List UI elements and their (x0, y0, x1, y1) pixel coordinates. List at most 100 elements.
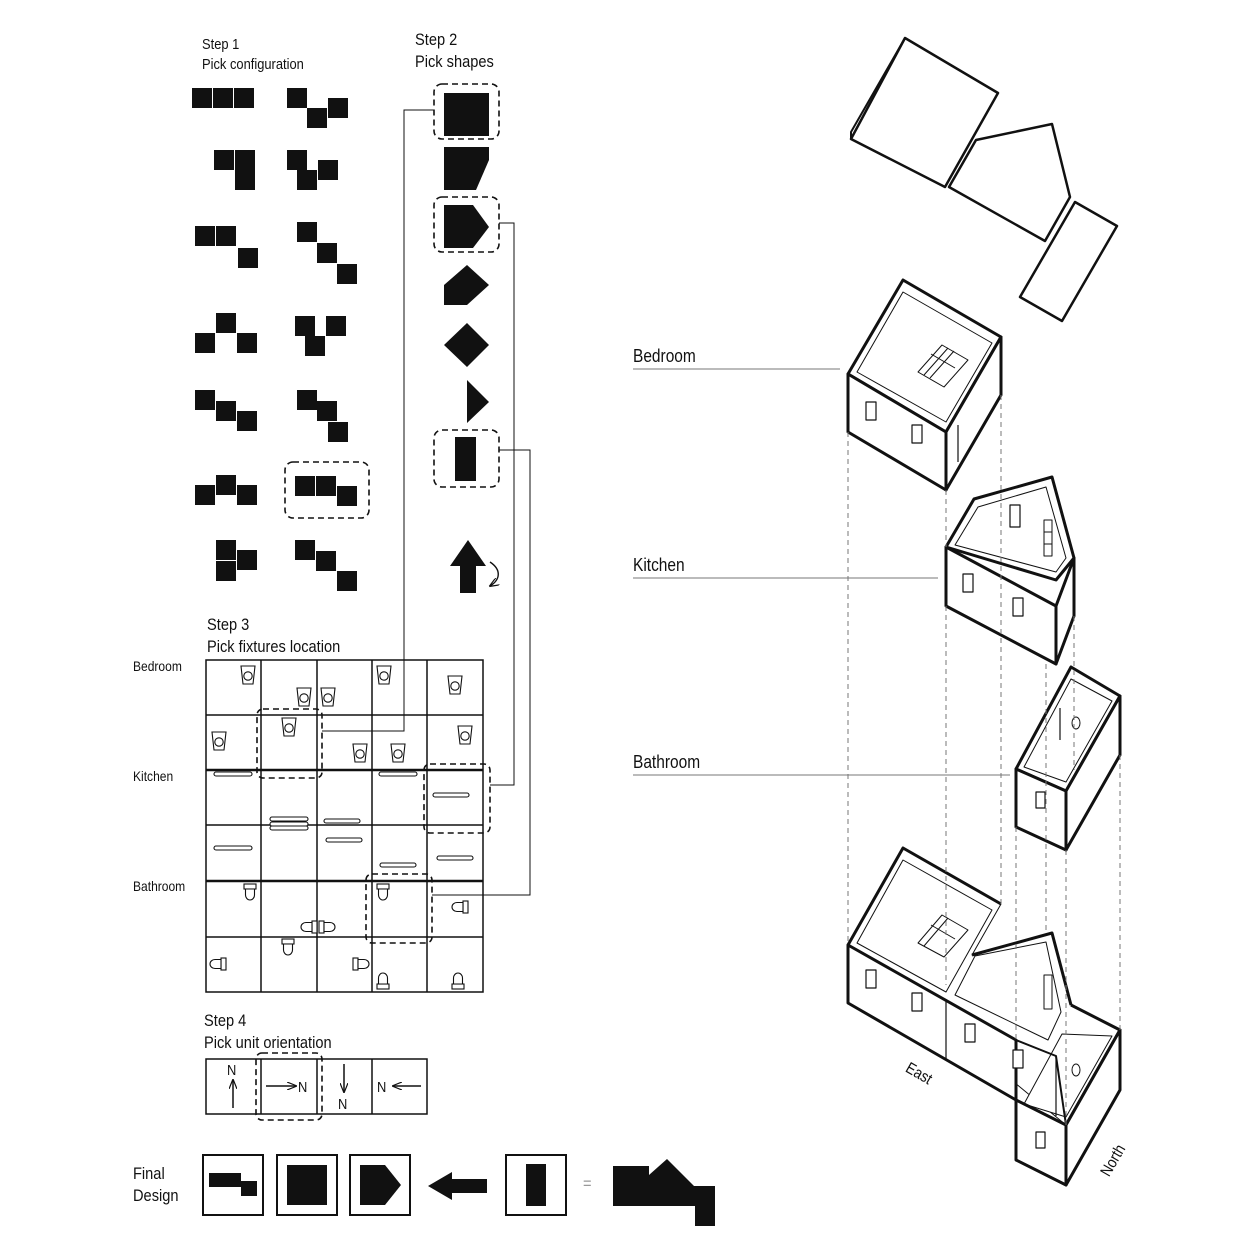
room-label-bathroom: Bathroom (633, 752, 701, 772)
config-option[interactable] (216, 540, 257, 581)
toilet-icon (300, 920, 318, 934)
step3-subtitle: Pick fixtures location (207, 637, 341, 656)
toilet-icon (451, 900, 469, 914)
square-shape-icon[interactable] (444, 93, 489, 136)
config-option[interactable] (195, 475, 257, 505)
room-label-bedroom: Bedroom (633, 346, 696, 366)
config-option[interactable] (192, 88, 254, 108)
step4-title: Step 4 (204, 1011, 247, 1030)
toilet-icon (281, 938, 295, 956)
step2-title: Step 2 (415, 30, 458, 49)
sink-icon (211, 731, 227, 751)
config-option[interactable] (297, 390, 348, 442)
shape-selection-box (433, 429, 500, 488)
orientation-options (205, 1052, 428, 1121)
sink-icon (296, 687, 312, 707)
fixture-icons (209, 665, 474, 990)
triangle-shape-icon[interactable] (467, 380, 489, 423)
config-option[interactable] (287, 88, 348, 128)
fixtures-grid (205, 659, 484, 993)
counter-icon (436, 855, 474, 861)
final-label-line2: Design (133, 1186, 179, 1205)
toilet-icon (243, 883, 257, 901)
selection-connectors (322, 109, 531, 896)
toilet-icon (376, 883, 390, 901)
config-option-selected[interactable] (284, 461, 370, 519)
rotate-arrow-icon[interactable] (490, 561, 498, 586)
config-option[interactable] (195, 313, 257, 353)
sink-icon (447, 675, 463, 695)
config-option[interactable] (297, 222, 357, 284)
counter-icon (379, 862, 417, 868)
shape-selection-box (433, 83, 500, 140)
counter-icon (1043, 519, 1053, 557)
rectangle-shape-icon[interactable] (455, 437, 476, 481)
north-label: N (298, 1079, 308, 1096)
config-option[interactable] (295, 540, 357, 591)
north-arrow-icon[interactable] (450, 540, 486, 593)
final-floorplan-shape (613, 1159, 715, 1226)
toilet-icon (209, 957, 227, 971)
kitchen-isometric (944, 475, 1076, 666)
row-label-kitchen: Kitchen (133, 768, 174, 784)
fixture-selection-boxes (256, 708, 491, 944)
toilet-icon (352, 957, 370, 971)
row-label-bedroom: Bedroom (133, 658, 182, 674)
counter-icon (269, 825, 309, 831)
counter-icon (323, 818, 361, 824)
sink-icon (457, 725, 473, 745)
equals-sign: = (583, 1174, 592, 1193)
counter-icon (213, 845, 253, 851)
bathroom-isometric (1014, 665, 1122, 852)
step1-subtitle: Pick configuration (202, 56, 304, 73)
north-label: N (338, 1096, 348, 1113)
sink-icon (320, 687, 336, 707)
bedroom-isometric (846, 278, 1003, 492)
pentagon-shape-icon[interactable] (444, 205, 489, 248)
config-option[interactable] (214, 150, 255, 190)
step1-configurations (192, 88, 370, 591)
assembled-isometric (846, 846, 1122, 1187)
final-label-line1: Final (133, 1164, 165, 1183)
step2-subtitle: Pick shapes (415, 52, 494, 71)
counter-icon (325, 837, 363, 843)
toilet-icon (376, 972, 390, 990)
toilet-icon (1071, 1063, 1081, 1077)
final-design-row (202, 1154, 715, 1226)
bed-icon (917, 344, 969, 388)
counter-icon (269, 816, 309, 827)
toilet-icon (451, 972, 465, 990)
toilet-icon (1071, 716, 1081, 730)
west-arrow-icon (428, 1172, 487, 1200)
north-label: N (377, 1079, 387, 1096)
step2-shapes (433, 83, 500, 593)
config-option[interactable] (295, 316, 346, 356)
roof-plan-view (849, 36, 1119, 323)
toilet-icon (318, 920, 336, 934)
diamond-shape-icon[interactable] (444, 323, 489, 367)
alignment-lines (847, 395, 1121, 1125)
counter-icon (213, 771, 253, 777)
room-label-kitchen: Kitchen (633, 555, 685, 575)
hexagon-shape-icon[interactable] (444, 265, 489, 305)
sink-icon (390, 743, 406, 763)
sink-icon (376, 665, 392, 685)
config-option[interactable] (195, 390, 257, 431)
counter-icon (432, 792, 470, 798)
room-leader-lines (633, 368, 1010, 776)
bed-icon (917, 914, 969, 958)
sink-icon (281, 717, 297, 737)
sink-icon (240, 665, 256, 685)
shape-selection-box (433, 196, 500, 253)
step1-title: Step 1 (202, 36, 240, 53)
row-label-bathroom: Bathroom (133, 878, 186, 894)
cut-corner-shape-icon[interactable] (444, 147, 489, 190)
north-label: N (227, 1062, 237, 1079)
config-option[interactable] (287, 150, 338, 190)
sink-icon (352, 743, 368, 763)
config-option[interactable] (195, 226, 258, 268)
step3-title: Step 3 (207, 615, 250, 634)
counter-icon (1043, 974, 1053, 1010)
counter-icon (378, 771, 418, 777)
